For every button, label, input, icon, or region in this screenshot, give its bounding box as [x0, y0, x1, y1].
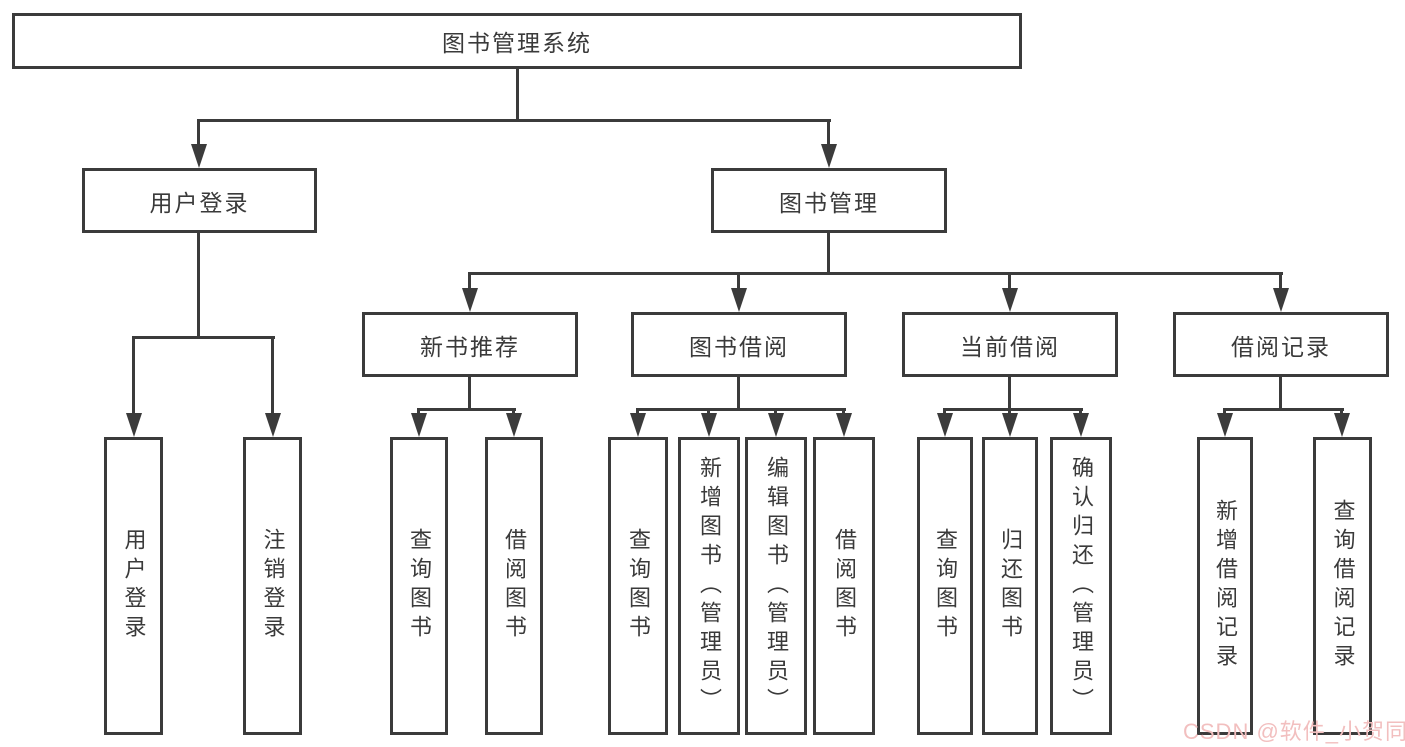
leaf-edit-book-admin: 编辑图书（管理员） — [745, 437, 807, 735]
node-user-login: 用户登录 — [82, 168, 317, 233]
leaf-confirm-return-admin: 确认归还（管理员） — [1050, 437, 1112, 735]
arrowhead-icon — [768, 413, 784, 437]
connector-stem — [468, 272, 471, 294]
connector-root-stem — [516, 69, 519, 119]
arrowhead-icon — [506, 413, 522, 437]
arrowhead-icon — [191, 144, 207, 168]
arrowhead-icon — [411, 413, 427, 437]
arrowhead-icon — [1334, 413, 1350, 437]
arrowhead-icon — [1273, 288, 1289, 312]
leaf-query-book-current: 查询图书 — [917, 437, 973, 735]
connector-userlogin-branch — [132, 336, 275, 339]
connector-group-stem — [737, 377, 740, 409]
connector-bookmgmt-stem — [827, 233, 830, 272]
arrowhead-icon — [1073, 413, 1089, 437]
leaf-return-book: 归还图书 — [982, 437, 1038, 735]
connector-userlogin-stem — [197, 233, 200, 336]
arrowhead-icon — [126, 413, 142, 437]
arrowhead-icon — [937, 413, 953, 437]
arrowhead-icon — [265, 413, 281, 437]
node-book-borrow: 图书借阅 — [631, 312, 847, 377]
connector-level2-branch — [468, 272, 1283, 275]
leaf-borrow-book: 借阅图书 — [813, 437, 875, 735]
node-book-management: 图书管理 — [711, 168, 947, 233]
connector-group-branch — [417, 408, 516, 411]
arrowhead-icon — [821, 144, 837, 168]
connector-group-branch — [943, 408, 1083, 411]
connector-stem — [1008, 272, 1011, 294]
arrowhead-icon — [731, 288, 747, 312]
connector-group-stem — [468, 377, 471, 409]
connector-stem — [197, 119, 200, 149]
csdn-watermark: CSDN @软件_小贺同学 — [1183, 719, 1405, 744]
leaf-query-book-borrow: 查询图书 — [608, 437, 668, 735]
arrowhead-icon — [836, 413, 852, 437]
connector-stem — [737, 272, 740, 294]
arrowhead-icon — [701, 413, 717, 437]
node-borrow-record: 借阅记录 — [1173, 312, 1389, 377]
connector-stem — [132, 336, 135, 414]
connector-level1-branch — [197, 119, 831, 122]
arrowhead-icon — [462, 288, 478, 312]
leaf-query-book-recommend: 查询图书 — [390, 437, 448, 735]
arrowhead-icon — [1217, 413, 1233, 437]
leaf-user-login: 用户登录 — [104, 437, 163, 735]
connector-stem — [1279, 272, 1282, 294]
leaf-borrow-book-recommend: 借阅图书 — [485, 437, 543, 735]
node-root: 图书管理系统 — [12, 13, 1022, 69]
connector-group-stem — [1279, 377, 1282, 409]
arrowhead-icon — [1002, 413, 1018, 437]
connector-group-branch — [1223, 408, 1344, 411]
connector-stem — [827, 119, 830, 149]
node-current-borrow: 当前借阅 — [902, 312, 1118, 377]
leaf-add-book-admin: 新增图书（管理员） — [678, 437, 740, 735]
connector-stem — [271, 336, 274, 414]
connector-group-branch — [636, 408, 846, 411]
arrowhead-icon — [630, 413, 646, 437]
leaf-add-borrow-record: 新增借阅记录 — [1197, 437, 1253, 735]
leaf-logout: 注销登录 — [243, 437, 302, 735]
leaf-query-borrow-record: 查询借阅记录 — [1313, 437, 1372, 735]
connector-group-stem — [1008, 377, 1011, 409]
node-new-book-recommend: 新书推荐 — [362, 312, 578, 377]
arrowhead-icon — [1002, 288, 1018, 312]
